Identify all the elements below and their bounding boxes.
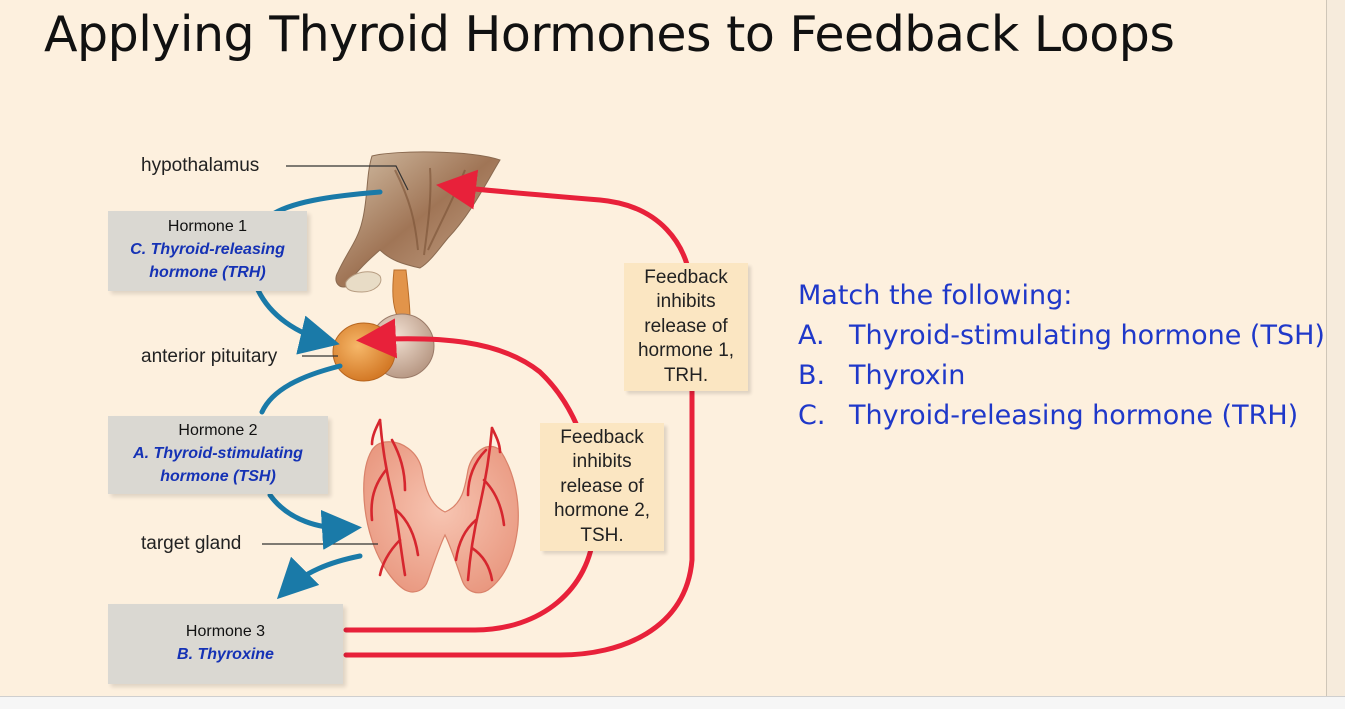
hormone3-arrow — [276, 553, 363, 600]
match-option-letter: A. — [798, 320, 825, 351]
hormone-3-box: Hormone 3 B. Thyroxine — [108, 604, 343, 684]
hormone-2-answer-line2: hormone (TSH) — [160, 468, 276, 485]
match-option-text: Thyroid-stimulating hormone (TSH) — [849, 320, 1325, 351]
feedback-2-line: inhibits — [572, 451, 632, 473]
feedback-2-line: release of — [560, 475, 644, 497]
feedback-1-line: inhibits — [656, 291, 716, 313]
hormone2-arrow-in — [267, 492, 362, 550]
hormone-1-answer-line2: hormone (TRH) — [149, 264, 266, 281]
feedback-2-line: TSH. — [580, 524, 624, 546]
hypothalamus-illustration — [335, 151, 501, 293]
feedback-1-line: hormone 1, — [637, 340, 735, 362]
hormone-2-name: Hormone 2 — [178, 422, 258, 439]
slide-title: Applying Thyroid Hormones to Feedback Lo… — [44, 6, 1175, 63]
hormone-3-name: Hormone 3 — [185, 622, 266, 640]
hormone-1-box: Hormone 1 C. Thyroid-releasing hormone (… — [108, 211, 307, 291]
hormone1-arrow-in — [255, 287, 340, 355]
anterior-pituitary-label: anterior pituitary — [141, 346, 278, 367]
match-option-letter: B. — [798, 360, 826, 391]
feedback-loop-outer — [343, 169, 695, 658]
feedback-1-line: release of — [644, 315, 728, 337]
hypothalamus-label: hypothalamus — [141, 155, 260, 176]
hormone-2-box: Hormone 2 A. Thyroid-stimulating hormone… — [108, 416, 328, 494]
hormone-3-answer-line1: B. Thyroxine — [177, 645, 274, 663]
feedback-2-line: hormone 2, — [553, 500, 651, 522]
hormone-1-name: Hormone 1 — [167, 218, 248, 235]
match-option-text: Thyroxin — [849, 360, 966, 391]
hormone-2-answer-line1: A. Thyroid-stimulating — [133, 445, 303, 462]
feedback-2-line: Feedback — [560, 426, 644, 448]
match-option-b: B. Thyroxin — [798, 356, 1325, 396]
match-list: Match the following: A. Thyroid-stimulat… — [798, 276, 1325, 436]
feedback-1-line: Feedback — [644, 266, 728, 288]
window-right-edge — [1326, 0, 1345, 709]
hormone-1-answer-line1: C. Thyroid-releasing — [130, 241, 285, 258]
hypothalamus-leader — [286, 165, 409, 191]
match-option-text: Thyroid-releasing hormone (TRH) — [849, 400, 1299, 431]
target-gland-label: target gland — [141, 533, 242, 554]
hormone2-arrow-out — [259, 363, 343, 415]
feedback-1-line: TRH. — [663, 364, 709, 386]
window-bottom-bar — [0, 696, 1345, 709]
feedback-box-hormone-2: Feedback inhibits release of hormone 2, … — [540, 423, 664, 551]
match-heading: Match the following: — [798, 280, 1073, 311]
feedback-box-hormone-1: Feedback inhibits release of hormone 1, … — [624, 263, 748, 391]
match-option-a: A. Thyroid-stimulating hormone (TSH) — [798, 316, 1325, 356]
thyroid-illustration — [363, 418, 519, 594]
match-option-letter: C. — [798, 400, 826, 431]
match-option-c: C. Thyroid-releasing hormone (TRH) — [798, 396, 1325, 436]
